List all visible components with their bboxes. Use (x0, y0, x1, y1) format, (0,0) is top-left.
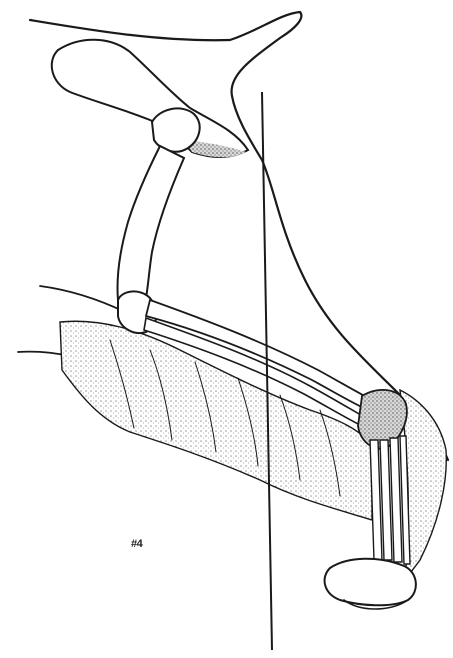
paw (325, 559, 416, 606)
metacarpal-bones (370, 436, 410, 564)
scapula-bone (52, 40, 248, 157)
figure-label: #4 (131, 538, 142, 550)
shoulder-joint (152, 108, 200, 151)
